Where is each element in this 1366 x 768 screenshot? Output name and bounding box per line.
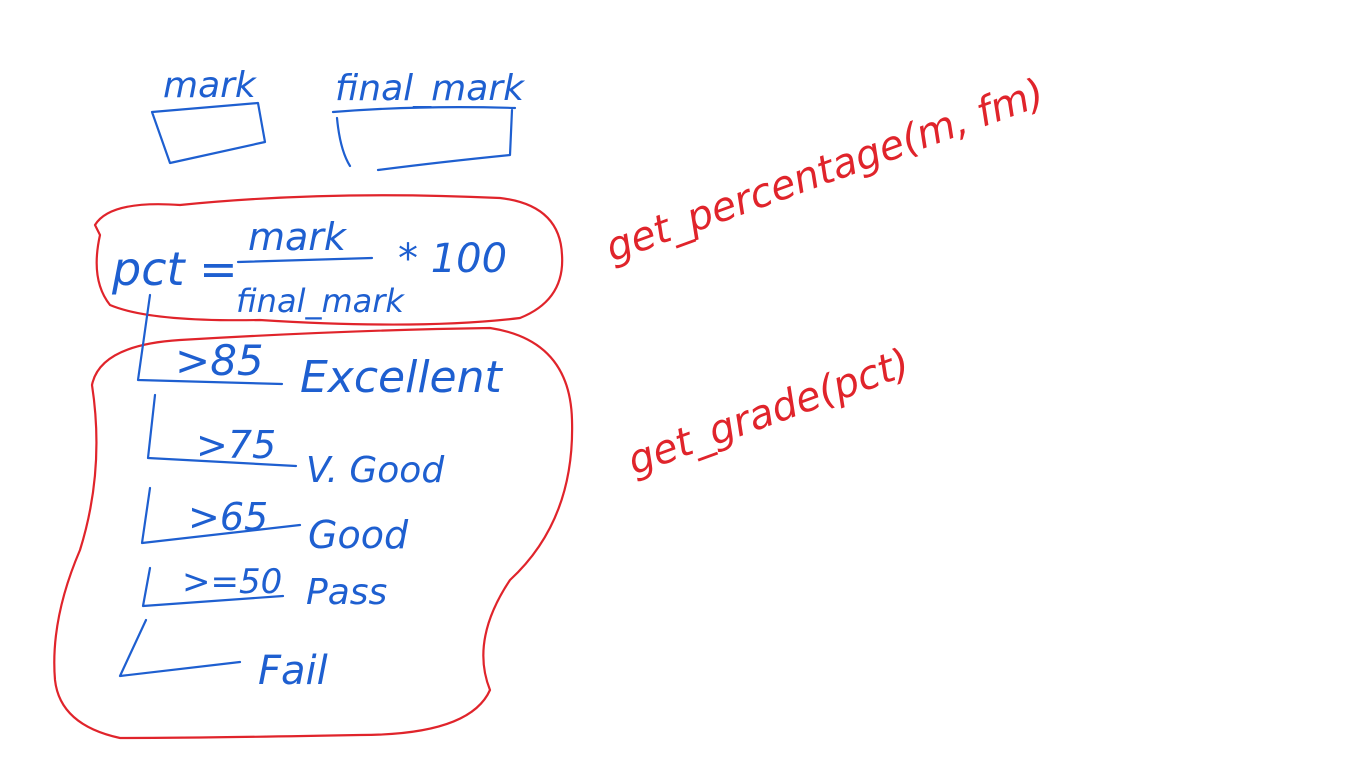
final-mark-box (331, 106, 517, 172)
rule-label-pass: Pass (306, 572, 387, 613)
rule-condition-good: >65 (188, 495, 268, 539)
rule-condition-vgood: >75 (196, 423, 276, 467)
mark-label: mark (163, 65, 258, 106)
connector-fail (118, 618, 242, 678)
rule-condition-pass: >=50 (182, 562, 282, 602)
rule-label-vgood: V. Good (306, 450, 445, 491)
fraction-bar (236, 256, 374, 264)
formula-multiplier: * 100 (398, 236, 507, 282)
connector-good (140, 486, 302, 545)
mark-box (150, 101, 267, 165)
rule-condition-excellent: >85 (175, 336, 264, 385)
rule-label-excellent: Excellent (300, 352, 504, 403)
connector-pass (141, 566, 285, 608)
connector-excellent (136, 293, 284, 386)
formula-numerator: mark (248, 215, 348, 259)
connector-vgood (146, 393, 298, 468)
rule-label-fail: Fail (258, 648, 328, 694)
formula-enclosure (93, 194, 564, 326)
final-mark-label: final_mark (335, 68, 526, 109)
rule-label-good: Good (308, 513, 409, 557)
grades-enclosure (53, 326, 574, 740)
formula-denominator: final_mark (236, 282, 405, 320)
get-percentage-function: get_percentage(m, fm) (600, 70, 1051, 272)
get-grade-function: get_grade(pct) (622, 340, 916, 485)
formula-lhs: pct = (111, 242, 238, 296)
